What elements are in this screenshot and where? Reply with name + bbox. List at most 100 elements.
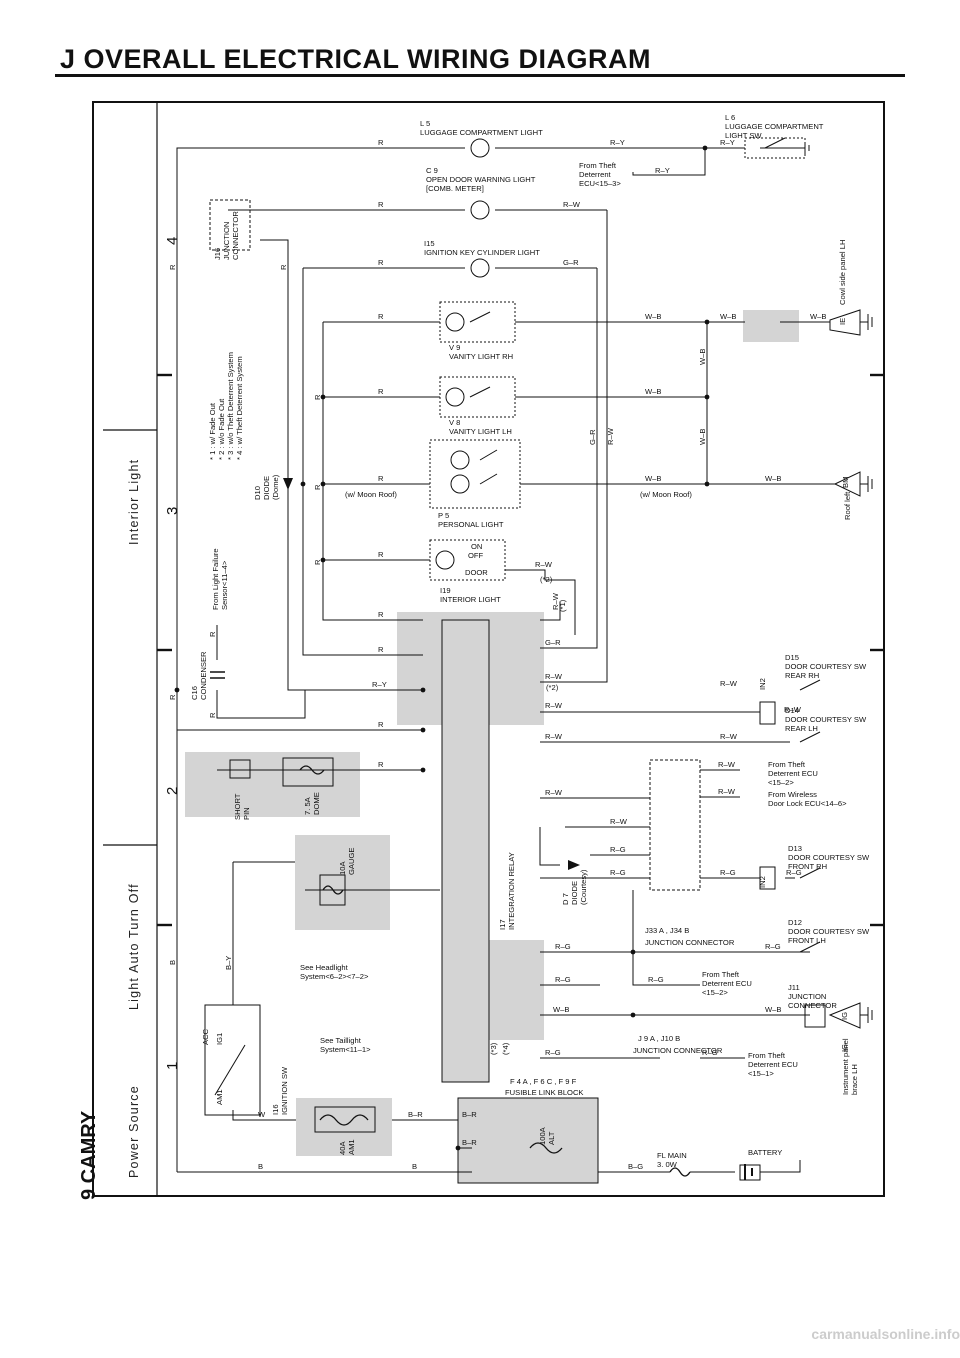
- wire-br: B–R: [462, 1138, 477, 1147]
- column-numbers: 1 2 3 4: [164, 237, 181, 1070]
- ref-theft-15-1: From Theft: [748, 1051, 786, 1060]
- wire-bg: B–G: [628, 1162, 643, 1171]
- wire-wb: W–B: [645, 474, 661, 483]
- d14-name-2: REAR LH: [785, 724, 818, 733]
- ground-ie-loc: Cowl side panel LH: [838, 240, 847, 305]
- ground-symbols: [804, 142, 873, 1029]
- j11-pin-ig: IG: [840, 1044, 849, 1052]
- wire-wb: W–B: [645, 387, 661, 396]
- d15-name: DOOR COURTESY SW: [785, 662, 867, 671]
- d12-code: D12: [788, 918, 802, 927]
- c9-name: OPEN DOOR WARNING LIGHT: [426, 175, 536, 184]
- ref-taillight: See Taillight: [320, 1036, 362, 1045]
- wire-wb: W–B: [810, 312, 826, 321]
- splice-points: [174, 145, 710, 1151]
- wire-rw: R–W: [720, 732, 738, 741]
- wire-rg: R–G: [765, 942, 781, 951]
- wire-wb: W–B: [553, 1005, 569, 1014]
- short-pin-label-b: PIN: [242, 807, 251, 820]
- ref-light-failure: From Light Failure: [211, 548, 220, 610]
- v9-code: V 9: [449, 343, 460, 352]
- ref-theft-15-1-b: Deterrent ECU: [748, 1060, 798, 1069]
- v9-name: VANITY LIGHT RH: [449, 352, 513, 361]
- am1-fuse-size: 40A: [338, 1141, 347, 1155]
- d13-name-2: FRONT RH: [788, 862, 827, 871]
- ref-headlight-b: System<6–2><7–2>: [300, 972, 369, 981]
- l5-code: L 5: [420, 119, 430, 128]
- l5-name: LUGGAGE COMPARTMENT LIGHT: [420, 128, 543, 137]
- wire-r: R: [313, 484, 322, 490]
- ref-wireless: From Wireless: [768, 790, 817, 799]
- ref-theft-15-3: From Theft: [579, 161, 617, 170]
- in2-b: IN2: [758, 876, 767, 888]
- wire-wb: W–B: [698, 349, 707, 365]
- ground-bm-loc: Roof left: [843, 491, 852, 520]
- ref-theft-15-3-c: ECU<15–3>: [579, 179, 621, 188]
- note-1: * 1 : w/ Fade Out: [208, 402, 217, 460]
- wire-b: B: [168, 960, 177, 965]
- wire-rg: R–G: [545, 1048, 561, 1057]
- gauge-fuse-name: GAUGE: [347, 848, 356, 875]
- d7-name-2: (Courtesy): [579, 869, 588, 905]
- wire-rw: R–W: [545, 788, 563, 797]
- ref-theft-15-2a: From Theft: [768, 760, 806, 769]
- c9-code: C 9: [426, 166, 438, 175]
- wire-r: R: [378, 760, 384, 769]
- wire-r: R: [378, 312, 384, 321]
- ref-wireless-b: Door Lock ECU<14–6>: [768, 799, 847, 808]
- wire-rw: R–W: [718, 787, 736, 796]
- fusible-link-block-body: [457, 1097, 599, 1184]
- d12-name-2: FRONT LH: [788, 936, 826, 945]
- battery-label: BATTERY: [748, 1148, 782, 1157]
- c9-name-2: [COMB. METER]: [426, 184, 484, 193]
- title-rule: [55, 74, 905, 77]
- note-2: * 2 : w/o Fade Out: [217, 398, 226, 460]
- wire-r: R: [168, 694, 177, 700]
- wire-rg: R–G: [648, 975, 664, 984]
- note-3: * 3 : w/o Theft Deterrent System: [226, 352, 235, 460]
- wire-rg: R–G: [702, 1048, 718, 1057]
- c16-name: CONDENSER: [199, 651, 208, 700]
- wire-rg: R–G: [610, 868, 626, 877]
- ref-theft-15-3-b: Deterrent: [579, 170, 612, 179]
- wire-r: R: [279, 264, 288, 270]
- j11-name-2: CONNECTOR: [788, 1001, 837, 1010]
- i15-code: I15: [424, 239, 435, 248]
- star3: (*3): [489, 1042, 498, 1055]
- d15-name-2: REAR RH: [785, 671, 819, 680]
- wire-r: R: [378, 474, 384, 483]
- wire-br: B–R: [462, 1110, 477, 1119]
- i16-name: IGNITION SW: [280, 1066, 289, 1115]
- wire-r: R: [378, 387, 384, 396]
- wire-by: B–Y: [224, 956, 233, 970]
- ground-bm: BM: [841, 477, 850, 488]
- note-4: * 4 : w/ Theft Deterrent System: [235, 356, 244, 460]
- wire-rg: R–G: [555, 975, 571, 984]
- j11-name: JUNCTION: [788, 992, 826, 1001]
- d13-name: DOOR COURTESY SW: [788, 853, 870, 862]
- ref-theft-15-2b: From Theft: [702, 970, 740, 979]
- ign-acc: ACC: [201, 1028, 210, 1045]
- j16-code: J16: [213, 248, 222, 260]
- interior-door: DOOR: [465, 568, 488, 577]
- wire-wb: W–B: [765, 1005, 781, 1014]
- section-interior-light: Interior Light: [127, 459, 141, 545]
- d12-name: DOOR COURTESY SW: [788, 927, 870, 936]
- wire-rg: R–G: [610, 845, 626, 854]
- fl-main-label: FL MAIN: [657, 1151, 687, 1160]
- wire-rw: R–W: [545, 732, 563, 741]
- wire-rw: R–W: [606, 427, 615, 445]
- wire-gr: G–R: [588, 429, 597, 445]
- wire-b: B: [258, 1162, 263, 1171]
- j16-name-2: CONNECTOR: [231, 211, 240, 260]
- d15-code: D15: [785, 653, 799, 662]
- ref-theft-15-2b-b: Deterrent ECU: [702, 979, 752, 988]
- j9-code: J 9 A , J10 B: [638, 1034, 680, 1043]
- i19-name: INTERIOR LIGHT: [440, 595, 501, 604]
- ref-theft-15-2a-b: Deterrent ECU: [768, 769, 818, 778]
- wire-wb: W–B: [720, 312, 736, 321]
- wire-ry: R–Y: [720, 138, 735, 147]
- d14-code: D14: [785, 706, 799, 715]
- wire-color-labels: R R–Y R–Y R–Y R R–W R G–R R W–B W–B W–B …: [168, 138, 826, 1171]
- p5-code: P 5: [438, 511, 449, 520]
